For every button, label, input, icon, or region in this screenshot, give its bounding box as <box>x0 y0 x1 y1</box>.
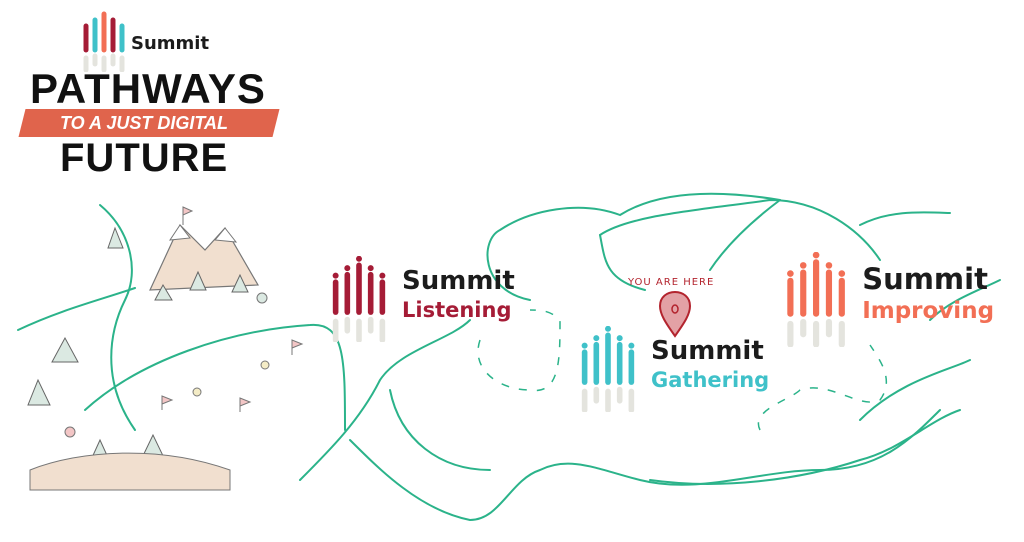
stage-listening: Summit Listening <box>328 255 515 346</box>
stage-gathering: Summit Gathering <box>577 325 769 416</box>
title-future: FUTURE <box>60 136 229 180</box>
hills-illustration <box>29 452 231 491</box>
you-are-here-label: YOU ARE HERE <box>628 277 715 288</box>
stage-brand: Summit <box>402 266 515 296</box>
stage-brand: Summit <box>651 336 764 366</box>
title-pathways: PATHWAYS <box>30 65 266 112</box>
stage-name: Gathering <box>651 368 770 392</box>
pin-icon <box>658 290 692 338</box>
flags-illustration <box>64 292 304 438</box>
stage-improving: Summit Improving <box>782 251 994 351</box>
summit-bars-icon <box>787 251 846 348</box>
stage-brand: Summit <box>862 262 988 297</box>
summit-bars-icon <box>332 255 386 343</box>
summit-logo-icon <box>83 11 125 72</box>
dashed-routes <box>477 309 888 431</box>
summit-bars-icon <box>581 325 635 413</box>
banner-text: TO A JUST DIGITAL <box>60 113 229 133</box>
mountains-illustration <box>149 206 260 291</box>
brand-name: Summit <box>131 33 210 54</box>
stage-name: Listening <box>402 298 512 322</box>
stage-name: Improving <box>862 298 995 325</box>
path-lines <box>17 192 1001 522</box>
